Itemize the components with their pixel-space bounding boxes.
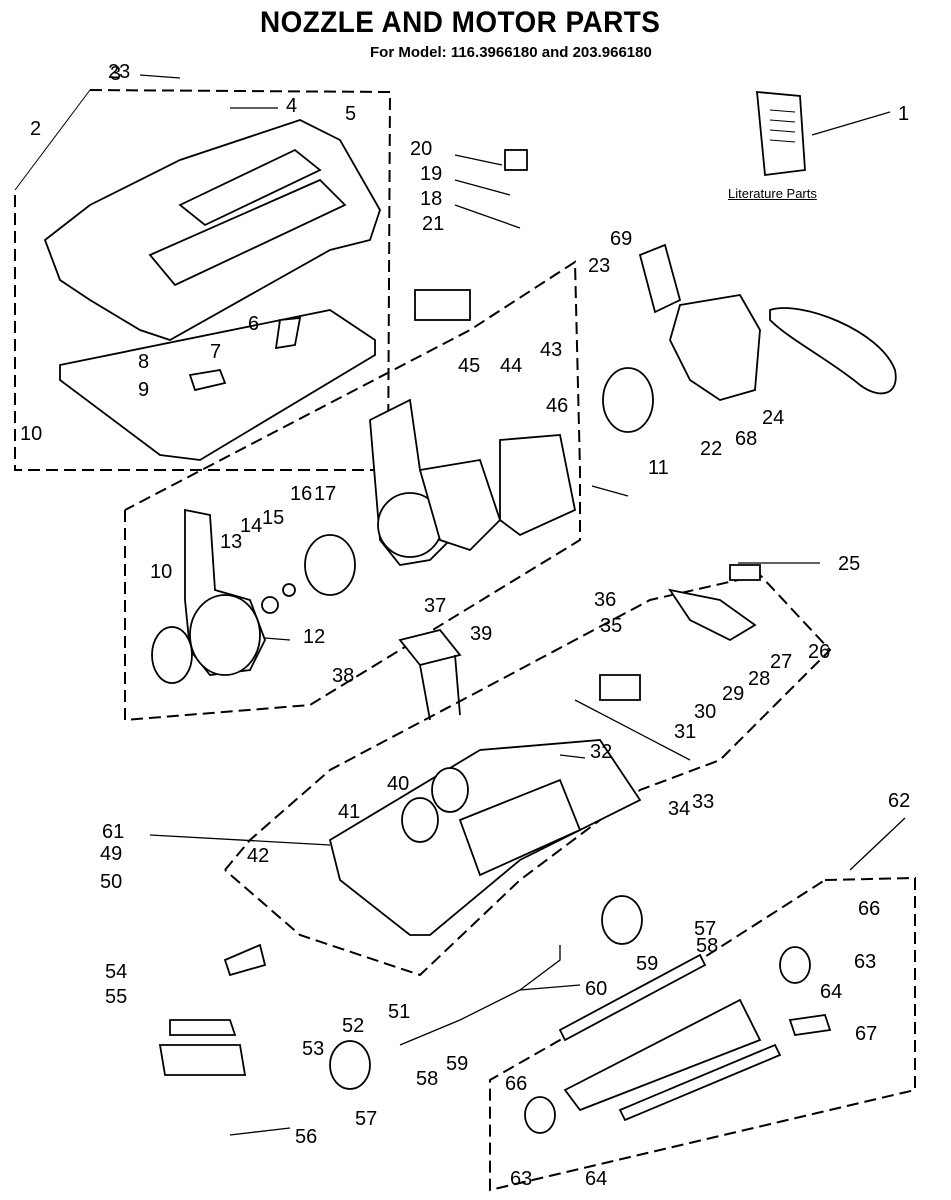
callout-number: 66 xyxy=(505,1073,527,1095)
callout-number: 20 xyxy=(410,138,432,160)
callout-number: 27 xyxy=(770,651,792,673)
callout-number: 64 xyxy=(820,981,842,1003)
callout-number: 7 xyxy=(210,341,221,363)
callout-number: 12 xyxy=(303,626,325,648)
callout-number: 59 xyxy=(446,1053,468,1075)
callout-number: 52 xyxy=(342,1015,364,1037)
callout-number: 53 xyxy=(302,1038,324,1060)
callout-number: 66 xyxy=(858,898,880,920)
callout-number: 57 xyxy=(355,1108,377,1130)
callout-number: 37 xyxy=(424,595,446,617)
callout-number: 29 xyxy=(722,683,744,705)
callout-number: 63 xyxy=(854,951,876,973)
callout-number: 39 xyxy=(470,623,492,645)
callout-number: 46 xyxy=(546,395,568,417)
callout-number: 2 xyxy=(30,118,41,140)
callout-number: 42 xyxy=(247,845,269,867)
belt-cover-part xyxy=(602,243,897,433)
callout-number: 56 xyxy=(295,1126,317,1148)
callout-number: 67 xyxy=(855,1023,877,1045)
callout-number: 30 xyxy=(694,701,716,723)
callout-number: 62 xyxy=(888,790,910,812)
callout-number: 21 xyxy=(422,213,444,235)
callout-number: 8 xyxy=(138,351,149,373)
callout-number: 13 xyxy=(220,531,242,553)
callout-number: 18 xyxy=(420,188,442,210)
callout-number: 34 xyxy=(668,798,690,820)
callout-number: 59 xyxy=(636,953,658,975)
callout-number: 25 xyxy=(838,553,860,575)
callout-number: 1 xyxy=(898,103,909,125)
callout-number: 45 xyxy=(458,355,480,377)
callout-number: 38 xyxy=(332,665,354,687)
callout-number: 6 xyxy=(248,313,259,335)
callout-number: 11 xyxy=(648,457,669,479)
callout-number: 35 xyxy=(600,615,622,637)
callout-number: 22 xyxy=(700,438,722,460)
callout-number: 9 xyxy=(138,379,149,401)
callout-number: 19 xyxy=(420,163,442,185)
callout-number: 5 xyxy=(345,103,356,125)
callout-number: 41 xyxy=(338,801,360,823)
callout-number: 14 xyxy=(240,515,262,537)
callout-number: 28 xyxy=(748,668,770,690)
callout-number: 63 xyxy=(510,1168,532,1190)
callout-number: 49 xyxy=(100,843,122,865)
literature-parts-label: Literature Parts xyxy=(728,186,817,201)
callout-number: 55 xyxy=(105,986,127,1008)
callout-number: 58 xyxy=(416,1068,438,1090)
callout-number: 24 xyxy=(762,407,784,429)
callout-number: 40 xyxy=(387,773,409,795)
callout-number: 23 xyxy=(108,61,130,83)
callout-number: 44 xyxy=(500,355,522,377)
literature-booklet-part xyxy=(755,91,806,177)
callout-number: 50 xyxy=(100,871,122,893)
callout-number: 68 xyxy=(735,428,757,450)
callout-number: 69 xyxy=(610,228,632,250)
callout-number: 33 xyxy=(692,791,714,813)
callout-number: 61 xyxy=(102,821,124,843)
callout-number: 31 xyxy=(674,721,696,743)
callout-number: 60 xyxy=(585,978,607,1000)
callout-number: 26 xyxy=(808,641,830,663)
callout-number: 58 xyxy=(696,935,718,957)
brushroll-part xyxy=(524,946,832,1134)
wheel-axle-part xyxy=(158,895,643,1090)
callout-number: 15 xyxy=(262,507,284,529)
diagram-title: NOZZLE AND MOTOR PARTS xyxy=(260,6,661,39)
callout-number: 17 xyxy=(314,483,336,505)
callout-number: 32 xyxy=(590,741,612,763)
callout-number: 54 xyxy=(105,961,127,983)
model-subtitle: For Model: 116.3966180 and 203.966180 xyxy=(370,44,652,61)
motor-assembly-part xyxy=(369,149,577,566)
callout-number: 4 xyxy=(286,95,297,117)
base-pan-part xyxy=(328,564,761,936)
fan-housing-part xyxy=(151,508,356,684)
hood-cover-part xyxy=(43,119,381,461)
callout-number: 23 xyxy=(588,255,610,277)
callout-number: 64 xyxy=(585,1168,607,1190)
callout-number: 36 xyxy=(594,589,616,611)
callout-number: 16 xyxy=(290,483,312,505)
callout-number: 10 xyxy=(150,561,172,583)
callout-number: 43 xyxy=(540,339,562,361)
callout-number: 57 xyxy=(694,918,716,940)
callout-number: 10 xyxy=(20,423,42,445)
callout-number: 3 xyxy=(110,63,121,85)
leader-lines xyxy=(139,74,906,1136)
callout-number: 51 xyxy=(388,1001,410,1023)
